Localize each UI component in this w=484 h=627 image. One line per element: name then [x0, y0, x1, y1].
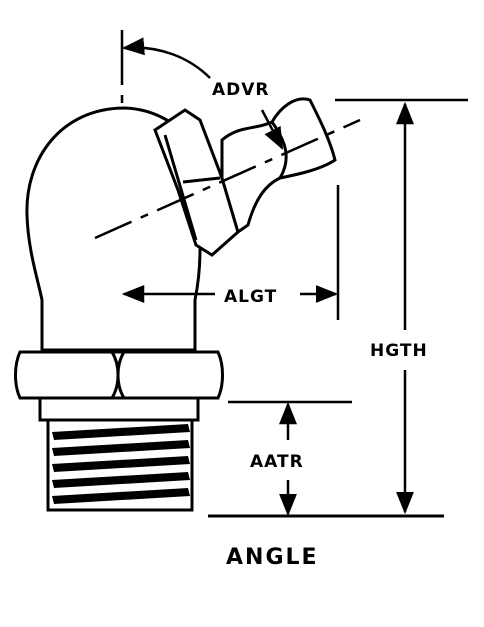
algt-dimension — [121, 185, 340, 320]
angled-centerline — [94, 118, 361, 240]
aatr-dimension — [228, 400, 352, 517]
angled-head — [153, 97, 337, 257]
threaded-shank — [38, 396, 200, 512]
label-aatr: AATR — [250, 452, 304, 472]
nozzle-neck — [220, 97, 337, 235]
hgth-dimension — [335, 98, 468, 515]
label-hgth: HGTH — [370, 341, 428, 361]
advr-angle-arc — [121, 37, 211, 79]
label-advr: ADVR — [212, 80, 270, 100]
label-algt: ALGT — [224, 287, 277, 307]
caption-angle: ANGLE — [226, 545, 319, 570]
hex-nut — [14, 350, 224, 400]
